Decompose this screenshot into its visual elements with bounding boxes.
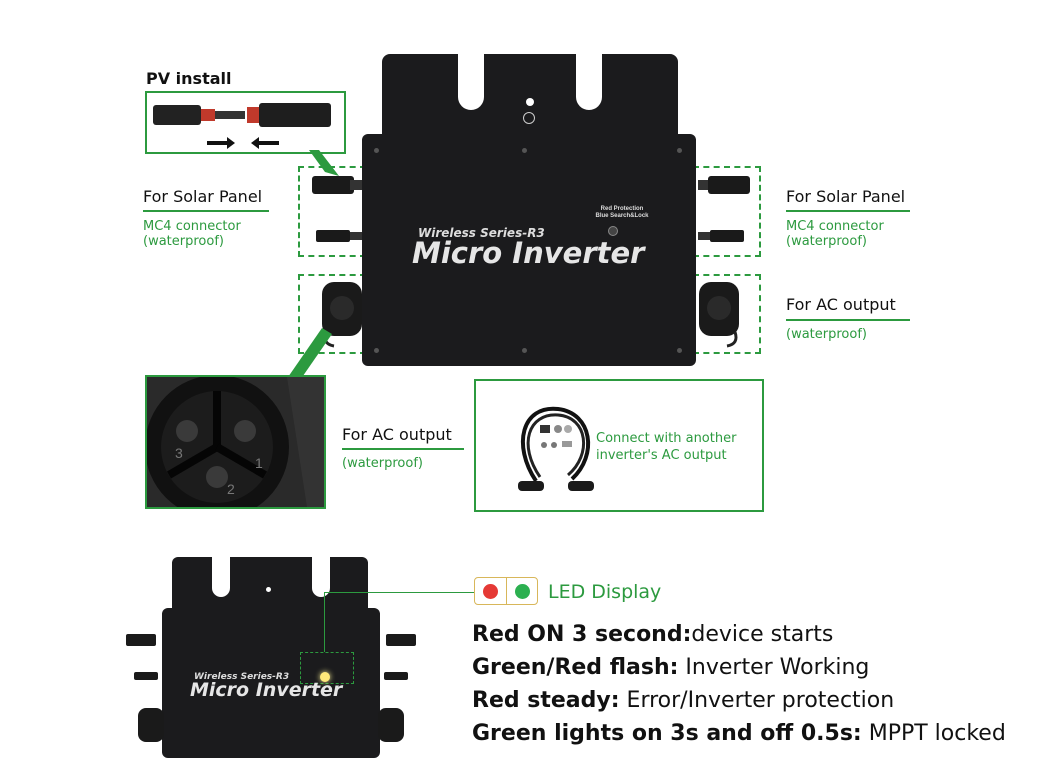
left-mc4-connectors (312, 176, 362, 242)
pin-2-label: 2 (227, 481, 235, 497)
right-solar-sub2: (waterproof) (786, 234, 867, 249)
ground-icon (523, 112, 535, 124)
led-display-badge (474, 577, 538, 605)
indicator-line2: Blue Search&Lock (595, 213, 649, 219)
right-ac-title: For AC output (786, 295, 896, 314)
ac-closeup-pointer-icon (286, 328, 332, 386)
red-led-icon (483, 584, 498, 599)
left-solar-sub2: (waterproof) (143, 234, 224, 249)
left-ac-title: For AC output (342, 425, 452, 444)
left-ac-connector (322, 282, 362, 348)
right-solar-panel-title: For Solar Panel (786, 187, 906, 206)
right-ac-sub: (waterproof) (786, 327, 867, 342)
ac-cable-line1: Connect with another (596, 431, 737, 446)
small-indicator-highlight (300, 652, 354, 684)
led-line-1: Red ON 3 second:device starts (472, 622, 834, 647)
right-ac-connector (699, 282, 739, 348)
status-led (608, 226, 618, 236)
led-pointer-line-v (324, 592, 325, 652)
ac-pins-closeup-icon (147, 377, 324, 507)
right-mc4-connectors (698, 176, 750, 242)
left-solar-panel-title: For Solar Panel (143, 187, 263, 206)
left-solar-sub1: MC4 connector (143, 219, 241, 234)
mount-hole (526, 98, 534, 106)
small-mount-hole (266, 587, 271, 592)
ac-connector-closeup: 3 1 2 (145, 375, 326, 509)
right-solar-sub1: MC4 connector (786, 219, 884, 234)
small-status-led (320, 672, 330, 682)
pv-install-pointer-icon (309, 150, 339, 176)
left-solar-divider (143, 210, 269, 212)
right-ac-divider (786, 319, 910, 321)
led-line-2: Green/Red flash: Inverter Working (472, 655, 870, 680)
mc4-connector-pair-icon (153, 103, 331, 149)
led-display-title: LED Display (548, 581, 662, 603)
inverter-series: Wireless Series-R3 (418, 226, 545, 240)
left-ac-divider (342, 448, 464, 450)
small-mount-slot-left (212, 557, 230, 597)
pv-install-title: PV install (146, 69, 232, 88)
indicator-label: Red Protection Blue Search&Lock (592, 206, 652, 220)
small-inverter-plate (172, 557, 368, 617)
ac-cable-line2: inverter's AC output (596, 448, 727, 463)
small-inverter-series: Wireless Series-R3 (194, 672, 290, 682)
small-left-connectors (126, 634, 164, 742)
small-right-connectors (378, 634, 416, 742)
inverter-body: Red Protection Blue Search&Lock Wireless… (362, 134, 696, 366)
ac-cable-icon (518, 406, 594, 491)
mount-slot-right (576, 54, 602, 110)
small-inverter-name: Micro Inverter (190, 679, 343, 701)
right-solar-divider (786, 210, 910, 212)
left-ac-sub: (waterproof) (342, 456, 423, 471)
inverter-mounting-plate (382, 54, 678, 144)
led-line-3: Red steady: Error/Inverter protection (472, 688, 895, 713)
small-inverter-body: Wireless Series-R3 Micro Inverter (162, 608, 380, 758)
inverter-name: Micro Inverter (412, 236, 645, 270)
pv-install-image (145, 91, 346, 154)
green-led-icon (515, 584, 530, 599)
small-mount-slot-right (312, 557, 330, 597)
ac-cable-box: Connect with another inverter's AC outpu… (474, 379, 764, 512)
led-line-4: Green lights on 3s and off 0.5s: MPPT lo… (472, 721, 1006, 746)
pin-1-label: 1 (255, 455, 263, 471)
mount-slot-left (458, 54, 484, 110)
pin-3-label: 3 (175, 445, 183, 461)
led-pointer-line-h (324, 592, 474, 593)
indicator-line1: Red Protection (600, 206, 644, 212)
